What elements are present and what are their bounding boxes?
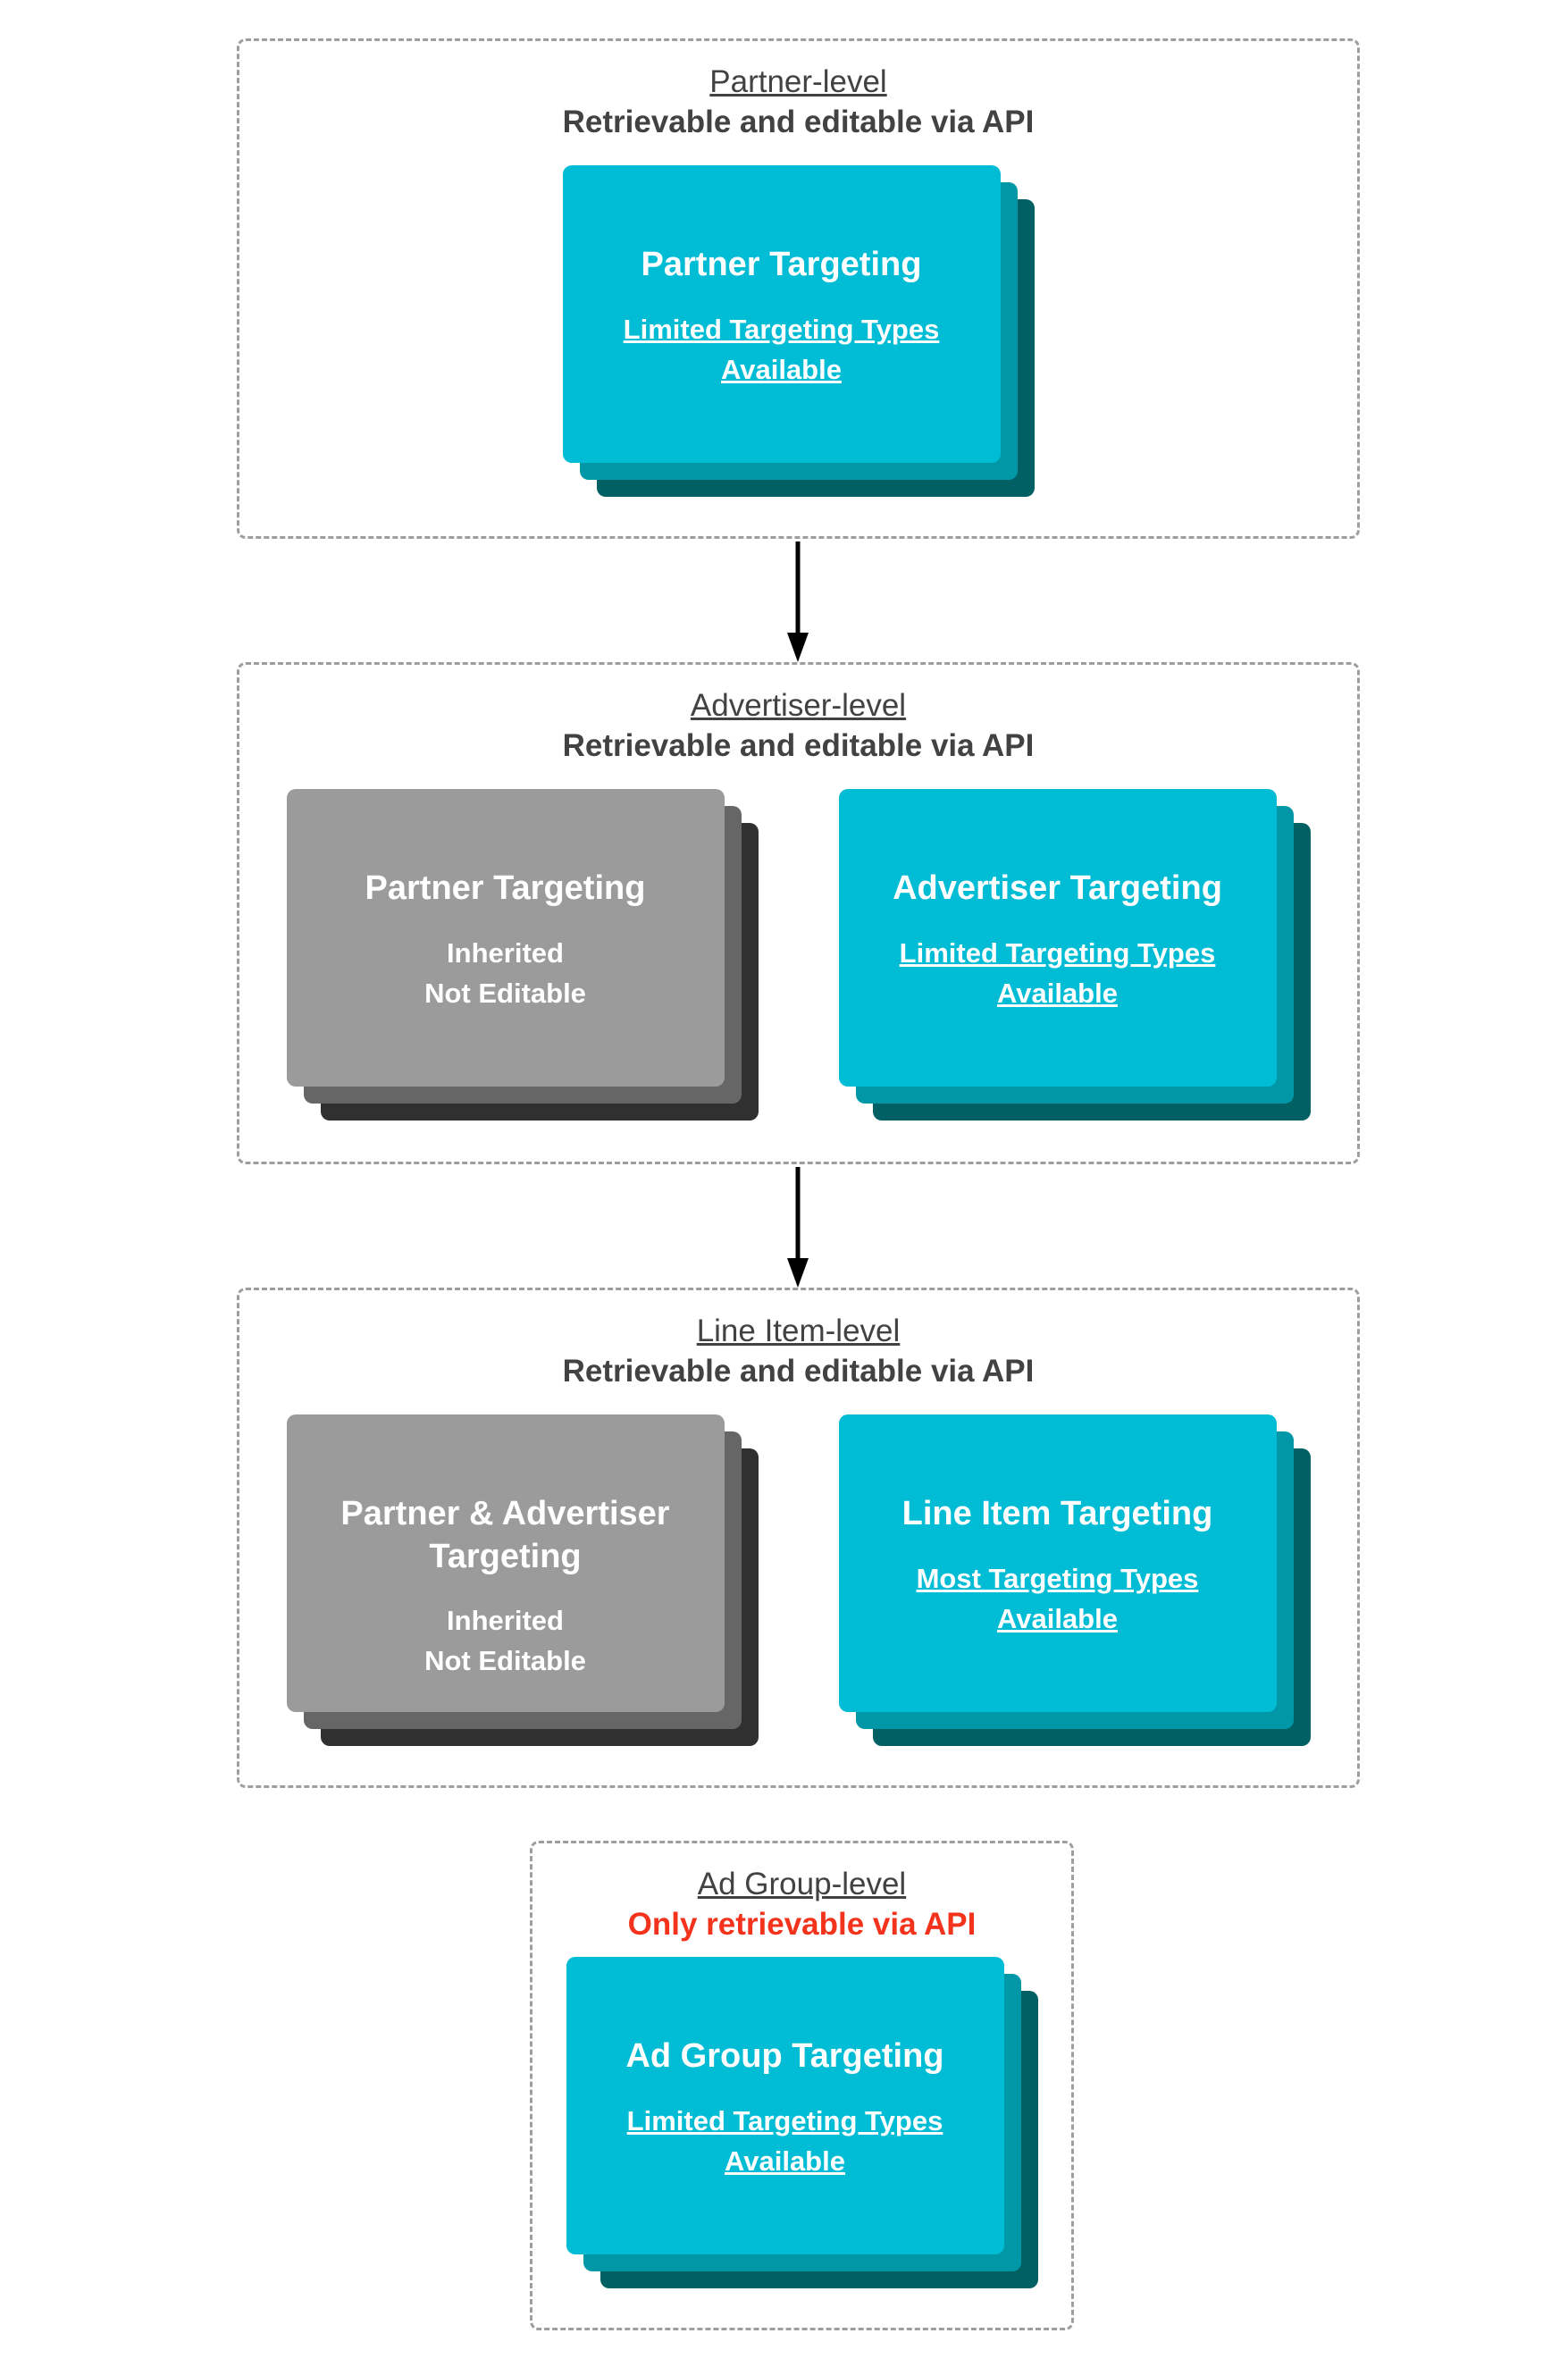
card-body: Limited Targeting Types Available [857,934,1259,1014]
card-advertiser-targeting: Advertiser Targeting Limited Targeting T… [838,789,1277,1087]
cards-row: Partner & Advertiser Targeting Inherited… [239,1414,1357,1747]
card-line-item-targeting: Line Item Targeting Most Targeting Types… [838,1414,1277,1713]
cards-row: Partner Targeting Limited Targeting Type… [239,165,1357,498]
card-body: Most Targeting Types Available [857,1559,1259,1640]
section-subtitle: Retrievable and editable via API [562,1353,1035,1389]
card-title: Partner Targeting [365,869,646,908]
section-subtitle: Retrievable and editable via API [562,727,1035,763]
card-body-line: Inherited [447,936,564,969]
section-ad-group-level: Ad Group-level Only retrievable via API … [530,1841,1074,2330]
card-body: Limited Targeting Types Available [581,310,983,390]
card-body-line: Limited Targeting Types Available [899,936,1216,1009]
card-stack-ad-group-targeting: Ad Group Targeting Limited Targeting Typ… [566,1957,1038,2289]
card-title: Partner & Advertiser Targeting [340,1495,670,1575]
card-title: Partner Targeting [641,246,922,284]
card-inherited-partner-advertiser-targeting: Partner & Advertiser Targeting Inherited… [286,1414,725,1713]
cards-row: Partner Targeting Inherited Not Editable… [239,789,1357,1121]
section-advertiser-level: Advertiser-level Retrievable and editabl… [237,662,1360,1164]
card-inherited-partner-targeting: Partner Targeting Inherited Not Editable [286,789,725,1087]
card-body: Limited Targeting Types Available [584,2102,986,2182]
card-title: Ad Group Targeting [625,2037,944,2076]
card-stack-advertiser-targeting: Advertiser Targeting Limited Targeting T… [838,789,1311,1121]
card-partner-targeting: Partner Targeting Limited Targeting Type… [562,165,1001,464]
card-stack-line-item-targeting: Line Item Targeting Most Targeting Types… [838,1414,1311,1747]
card-body-line: Not Editable [424,977,586,1009]
card-body-line: Most Targeting Types Available [916,1562,1199,1634]
card-body: Inherited Not Editable [305,1601,707,1682]
arrow-down-icon [780,540,816,663]
card-stack-inherited-partner-advertiser-targeting: Partner & Advertiser Targeting Inherited… [286,1414,759,1747]
section-title: Ad Group-level [697,1867,907,1901]
section-subtitle: Retrievable and editable via API [562,104,1035,139]
card-body-line: Limited Targeting Types Available [623,313,940,385]
section-title: Advertiser-level [690,688,907,723]
card-ad-group-targeting: Ad Group Targeting Limited Targeting Typ… [566,1957,1004,2255]
arrow-down-icon [780,1165,816,1288]
cards-row: Ad Group Targeting Limited Targeting Typ… [532,1957,1071,2289]
section-partner-level: Partner-level Retrievable and editable v… [237,38,1360,539]
card-body-line: Inherited [447,1605,564,1637]
section-title: Line Item-level [696,1314,901,1348]
section-subtitle: Only retrievable via API [627,1906,977,1942]
card-body: Inherited Not Editable [305,934,707,1014]
card-title: Line Item Targeting [901,1495,1213,1533]
card-body-line: Not Editable [424,1645,586,1677]
card-stack-partner-targeting: Partner Targeting Limited Targeting Type… [562,165,1035,498]
card-stack-inherited-partner-targeting: Partner Targeting Inherited Not Editable [286,789,759,1121]
section-line-item-level: Line Item-level Retrievable and editable… [237,1288,1360,1788]
section-title: Partner-level [709,64,887,99]
card-title: Advertiser Targeting [893,869,1222,908]
card-body-line: Limited Targeting Types Available [626,2104,943,2177]
